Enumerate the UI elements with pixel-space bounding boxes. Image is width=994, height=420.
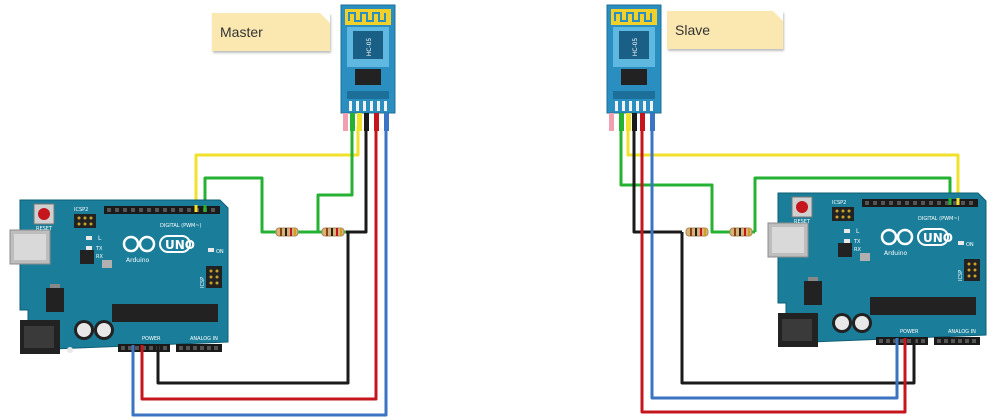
wire-ends <box>131 198 960 352</box>
slave-resistor-2 <box>729 227 753 237</box>
master-label: Master <box>212 13 330 51</box>
master-green-wire-2 <box>203 176 270 234</box>
slave-black-wire-2 <box>680 232 916 385</box>
master-resistor-1 <box>275 227 299 237</box>
master-reset-label: RESET <box>36 226 53 232</box>
master-resistor-2 <box>321 227 345 237</box>
slave-module-name: HC-05 <box>632 38 639 57</box>
slave-hc05-module: HC-05 <box>606 4 662 114</box>
master-wires <box>131 126 388 417</box>
master-yellow-wire <box>194 126 360 212</box>
master-digital-label: DIGITAL (PWM~) <box>160 223 202 229</box>
slave-yellow-wire <box>626 126 960 205</box>
master-power-label: POWER <box>142 336 161 342</box>
slave-icsp-label: ICSP <box>958 270 964 281</box>
master-icsp2-label: ICSP2 <box>74 207 88 213</box>
slave-module-pins <box>609 113 655 131</box>
slave-power-label: POWER <box>900 329 919 335</box>
slave-label: Slave <box>667 11 783 49</box>
slave-wires <box>619 126 960 414</box>
slave-arduino-board: RESET ICSP2 DIGITAL (PWM~) L TX RX U <box>767 192 987 347</box>
master-led-on: ON <box>216 249 224 255</box>
slave-uno-text: UNO <box>923 231 953 245</box>
master-arduino-logo: UNO Arduino <box>122 235 195 264</box>
slave-red-wire <box>640 126 907 414</box>
slave-led-on: ON <box>966 242 974 248</box>
slave-brand-text: Arduino <box>884 250 908 257</box>
slave-led-l: L <box>856 228 860 235</box>
master-blue-wire <box>131 126 388 417</box>
master-icsp-label: ICSP <box>200 277 206 288</box>
slave-resistor-1 <box>685 227 709 237</box>
slave-reset-label: RESET <box>794 219 811 225</box>
slave-label-text: Slave <box>675 22 711 38</box>
master-module-pins <box>343 113 389 131</box>
master-led-l: L <box>98 235 102 242</box>
slave-green-wire-2 <box>753 176 952 232</box>
master-hc05-module: HC-05 <box>340 4 396 114</box>
master-analog-label: ANALOG IN <box>190 336 218 342</box>
master-led-tx: TX <box>95 246 103 252</box>
slave-black-wire <box>632 126 682 234</box>
master-module-name: HC-05 <box>366 38 373 57</box>
slave-analog-label: ANALOG IN <box>948 329 976 335</box>
master-black-wire <box>346 126 368 234</box>
master-uno-text: UNO <box>165 238 195 252</box>
slave-arduino-logo: UNO Arduino <box>880 228 953 257</box>
slave-blue-wire <box>650 126 899 400</box>
master-black-wire-2 <box>156 232 350 385</box>
master-led-rx: RX <box>96 254 103 260</box>
slave-led-tx: TX <box>853 239 861 245</box>
master-arduino-board: RESET ICSP2 DIGITAL (PWM~) L TX RX <box>9 199 229 354</box>
slave-green-wire <box>619 126 755 234</box>
slave-icsp2-label: ICSP2 <box>832 200 846 206</box>
master-label-text: Master <box>220 24 263 40</box>
master-green-wire <box>270 126 354 234</box>
master-brand-text: Arduino <box>126 257 150 264</box>
slave-led-rx: RX <box>854 247 861 253</box>
master-red-wire <box>140 126 378 401</box>
slave-digital-label: DIGITAL (PWM~) <box>918 216 960 222</box>
